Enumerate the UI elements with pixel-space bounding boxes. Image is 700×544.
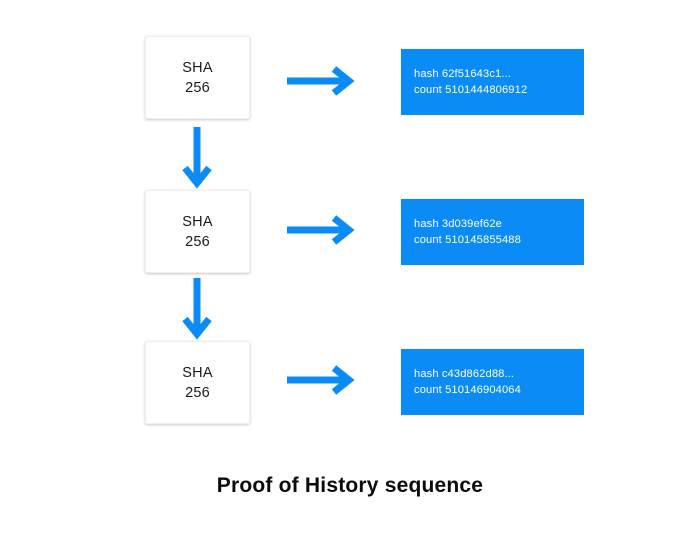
hash-output-box-1: hash 62f51643c1... count 5101444806912 [401, 49, 584, 115]
sha-card-3-label: SHA [182, 364, 213, 381]
arrow-down-icon-1 [182, 126, 212, 189]
arrow-right-icon-2 [286, 215, 356, 245]
sha-card-3: SHA 256 [145, 341, 250, 424]
sha-card-2-bits: 256 [185, 233, 210, 250]
sha-card-1-bits: 256 [185, 79, 210, 96]
hash-output-box-2: hash 3d039ef62e count 510145855488 [401, 199, 584, 265]
hash-output-3-hash: hash c43d862d88... [414, 368, 515, 380]
hash-output-1-hash: hash 62f51643c1... [414, 68, 511, 80]
sha-card-1: SHA 256 [145, 36, 250, 119]
hash-output-2-count: count 510145855488 [414, 234, 521, 246]
arrow-right-icon-1 [286, 66, 356, 96]
hash-output-3-count: count 510146904064 [414, 384, 521, 396]
hash-output-1-count: count 5101444806912 [414, 84, 528, 96]
sha-card-1-label: SHA [182, 59, 213, 76]
arrow-down-icon-2 [182, 277, 212, 340]
diagram-title: Proof of History sequence [216, 474, 484, 497]
hash-output-box-3: hash c43d862d88... count 510146904064 [401, 349, 584, 415]
hash-output-2-hash: hash 3d039ef62e [414, 218, 502, 230]
sha-card-2-label: SHA [182, 213, 213, 230]
arrow-right-icon-3 [286, 365, 356, 395]
sha-card-2: SHA 256 [145, 190, 250, 273]
sha-card-3-bits: 256 [185, 384, 210, 401]
